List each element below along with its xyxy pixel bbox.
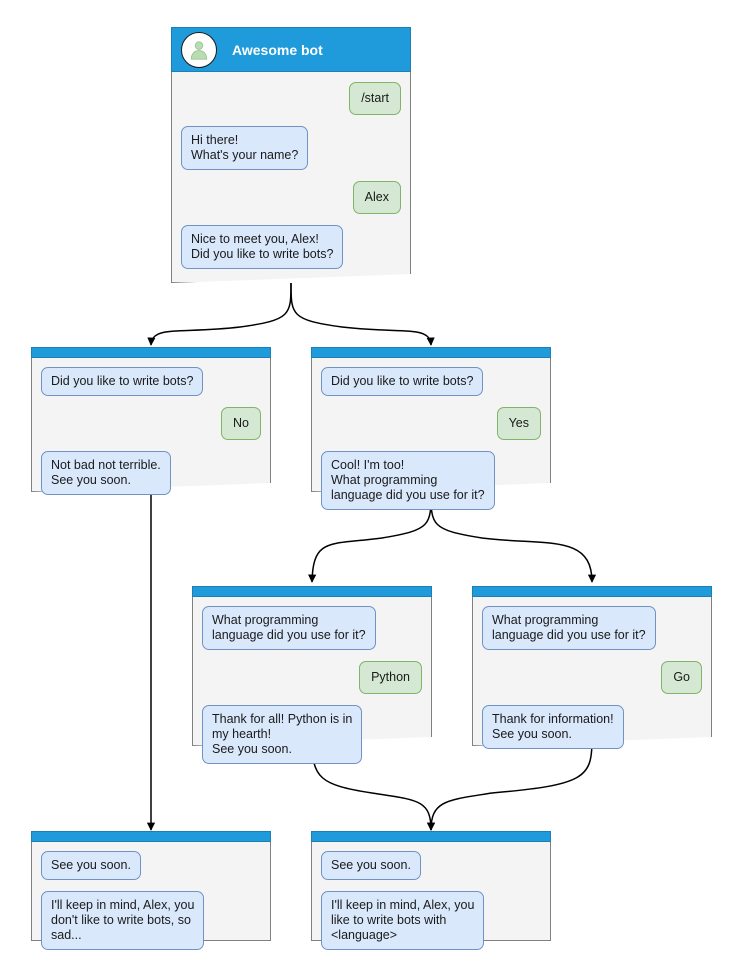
user-message-bubble[interactable]: Python [359,661,422,694]
bot-message-bubble[interactable]: See you soon. [41,851,141,880]
message-row: Did you like to write bots? [41,367,261,396]
bot-message-bubble[interactable]: Thank for information! See you soon. [482,705,624,749]
chat-node-go-branch[interactable]: What programming language did you use fo… [472,586,712,749]
bot-message-bubble[interactable]: What programming language did you use fo… [482,606,656,650]
bot-message-bubble[interactable]: I'll keep in mind, Alex, you don't like … [41,891,205,950]
message-list: What programming language did you use fo… [192,597,432,775]
chat-node-end-sad[interactable]: See you soon. I'll keep in mind, Alex, y… [31,831,271,950]
message-row: What programming language did you use fo… [482,606,702,650]
message-row: Yes [321,407,541,440]
message-row: No [41,407,261,440]
message-row: /start [181,82,401,115]
bot-message-bubble[interactable]: I'll keep in mind, Alex, you like to wri… [321,891,485,950]
message-row: See you soon. [41,851,261,880]
message-row: Nice to meet you, Alex! Did you like to … [181,225,401,269]
message-row: I'll keep in mind, Alex, you like to wri… [321,891,541,950]
bot-message-bubble[interactable]: Did you like to write bots? [41,367,204,396]
chat-node-root[interactable]: Awesome bot /start Hi there! What's your… [171,27,411,283]
user-message-bubble[interactable]: Yes [496,407,541,440]
person-avatar-icon [181,31,217,68]
message-row: I'll keep in mind, Alex, you don't like … [41,891,261,950]
bot-message-bubble[interactable]: Did you like to write bots? [321,367,484,396]
chat-node-no-branch[interactable]: Did you like to write bots? No Not bad n… [31,347,271,495]
edge-root-to-yes [290,282,435,346]
message-row: Python [202,661,422,694]
user-message-bubble[interactable]: No [221,407,261,440]
user-message-bubble[interactable]: Go [661,661,702,694]
message-row: Cool! I'm too! What programming language… [321,451,541,510]
bot-message-bubble[interactable]: Nice to meet you, Alex! Did you like to … [181,225,344,269]
message-row: Alex [181,181,401,214]
bot-message-bubble[interactable]: Not bad not terrible. See you soon. [41,451,171,495]
user-message-bubble[interactable]: Alex [352,181,401,214]
node-header [192,586,432,597]
bot-message-bubble[interactable]: What programming language did you use fo… [202,606,376,650]
chat-node-python-branch[interactable]: What programming language did you use fo… [192,586,432,764]
message-row: Hi there! What's your name? [181,126,401,170]
message-list: What programming language did you use fo… [472,597,712,760]
chat-node-yes-branch[interactable]: Did you like to write bots? Yes Cool! I'… [311,347,551,510]
message-list: Did you like to write bots? Yes Cool! I'… [311,358,551,521]
bot-message-bubble[interactable]: See you soon. [321,851,421,880]
message-row: Did you like to write bots? [321,367,541,396]
message-row: Thank for information! See you soon. [482,705,702,749]
bot-message-bubble[interactable]: Hi there! What's your name? [181,126,309,170]
bot-message-bubble[interactable]: Cool! I'm too! What programming language… [321,451,495,510]
node-header [311,831,551,842]
user-message-bubble[interactable]: /start [349,82,401,115]
message-row: See you soon. [321,851,541,880]
node-title: Awesome bot [232,41,323,58]
chat-node-end-happy[interactable]: See you soon. I'll keep in mind, Alex, y… [311,831,551,950]
message-list: See you soon. I'll keep in mind, Alex, y… [311,842,551,961]
message-list: Did you like to write bots? No Not bad n… [31,358,271,506]
node-header [31,831,271,842]
edge-root-to-no [147,282,292,346]
message-row: Thank for all! Python is in my hearth! S… [202,705,422,764]
node-header [472,586,712,597]
message-list: See you soon. I'll keep in mind, Alex, y… [31,842,271,961]
node-header: Awesome bot [171,27,411,72]
node-header [311,347,551,358]
message-row: What programming language did you use fo… [202,606,422,650]
message-row: Go [482,661,702,694]
message-row: Not bad not terrible. See you soon. [41,451,261,495]
node-header [31,347,271,358]
message-list: /start Hi there! What's your name? Alex … [171,72,411,280]
bot-message-bubble[interactable]: Thank for all! Python is in my hearth! S… [202,705,363,764]
